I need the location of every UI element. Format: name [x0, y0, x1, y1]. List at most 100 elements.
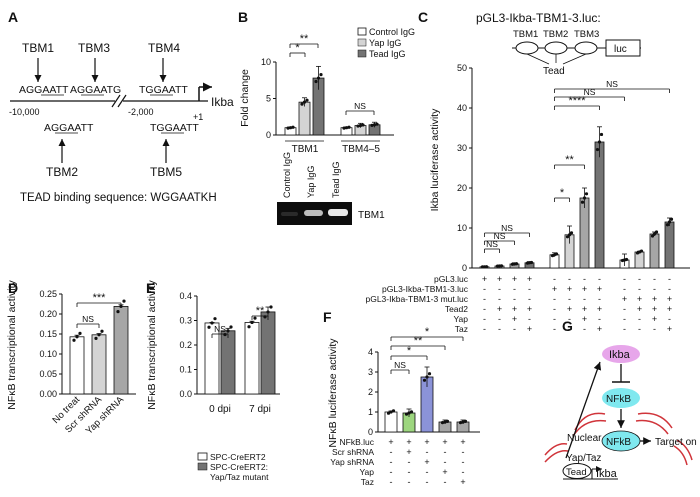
panel-g-letter: G: [562, 318, 573, 334]
chart-c-sig-significance: NS: [494, 231, 506, 241]
chart-c-y-tick-label: 40: [457, 103, 467, 113]
chart-b-2-point: [314, 79, 318, 84]
chart-c-row-sign: -: [483, 304, 486, 314]
chart-b-1-point: [358, 123, 363, 128]
chart-c-11-point: [669, 217, 674, 221]
legend-b-control: Control IgG: [369, 27, 415, 37]
legend-e-swatch-1: [197, 452, 208, 461]
chart-c-row-sign: -: [568, 324, 571, 334]
seq-tbm5: TGGAATT: [150, 122, 199, 134]
chart-c-y-label: Ikba luciferase activity: [429, 108, 441, 211]
chart-e-0-point: [213, 317, 217, 321]
chart-f-y-tick-label: 1: [368, 407, 373, 417]
chart-c-row-sign: -: [498, 324, 501, 334]
chart-d-2-point: [122, 299, 126, 303]
chart-f-sig-significance: NS: [394, 360, 406, 370]
panel-f-letter: F: [323, 309, 332, 325]
chart-c-2-point: [514, 262, 519, 266]
nfkb-cytoplasm: [602, 388, 640, 408]
chart-c-row-sign: -: [483, 314, 486, 324]
chart-f-y-tick-label: 4: [368, 347, 373, 357]
membrane-right-3: [676, 439, 693, 461]
chart-c-row-sign: +: [652, 294, 657, 304]
chart-c-7-point: [595, 147, 600, 152]
chart-c-row-sign: -: [623, 304, 626, 314]
chart-f-row-label: Yap shRNA: [330, 457, 374, 467]
chart-c-row-sign: +: [652, 314, 657, 324]
chart-c-row-sign: +: [652, 304, 657, 314]
chart-f-3-point: [445, 419, 450, 423]
tbm1-label: TBM1: [22, 41, 54, 55]
pos-10000: -10,000: [9, 107, 40, 117]
chart-e-1-point: [269, 305, 273, 309]
chart-b-0-point: [342, 126, 346, 130]
chart-f-row-sign: -: [408, 467, 411, 477]
chart-c-7-point: [597, 140, 602, 144]
chart-c-sig-significance: NS: [501, 223, 513, 233]
g-ikba-gene: Ikba: [596, 468, 618, 480]
membrane-left-3: [544, 442, 568, 456]
chart-c-row-label: pGL3-Ikba-TBM1-3.luc: [382, 284, 469, 294]
chart-c-row-sign: +: [512, 304, 517, 314]
gel-band-control: [281, 212, 298, 216]
chart-c-row-sign: -: [498, 314, 501, 324]
chart-c-row-sign: -: [528, 314, 531, 324]
legend-e-1: SPC-CreERT2: [210, 452, 266, 462]
chart-f-1-point: [409, 410, 414, 414]
chart-c-sig-significance: *: [560, 187, 565, 199]
chart-f-row-sign: +: [424, 457, 429, 467]
chart-c-y-tick-label: 50: [457, 63, 467, 73]
chart-c-row-sign: -: [623, 314, 626, 324]
chart-f-row-label: Yap: [360, 467, 375, 477]
chart-c-row-sign: +: [637, 294, 642, 304]
chart-f-2-point: [422, 378, 427, 382]
chart-c-5-point: [567, 233, 572, 237]
chart-b-1-point: [300, 102, 304, 106]
chart-f-3-point: [443, 420, 447, 424]
gel-band-tead: [328, 209, 348, 216]
chart-f-0-point: [386, 411, 391, 415]
panel-d-letter: D: [8, 280, 18, 296]
chart-e-1-point: [266, 310, 270, 314]
membrane-right-2: [635, 419, 669, 435]
chart-c-10-point: [654, 230, 659, 234]
chart-d-1-point: [97, 333, 101, 337]
chart-d-0-point: [72, 338, 76, 342]
chart-e-sig-significance: NS: [214, 324, 226, 334]
chart-c-row-sign: +: [637, 304, 642, 314]
chart-f-row-sign: -: [462, 447, 465, 457]
chart-e-1-point: [229, 325, 233, 329]
chart-c-row-sign: -: [653, 324, 656, 334]
chart-f-sig-significance: *: [407, 345, 412, 357]
chart-d-2-point: [116, 310, 120, 314]
construct-oval-3: [574, 41, 598, 55]
chart-c-row-sign: +: [512, 314, 517, 324]
chart-b-y-tick-label: 0: [266, 130, 271, 140]
chart-c-row-sign: -: [553, 294, 556, 304]
chart-c-row-sign: -: [583, 274, 586, 284]
chart-b-1-point: [361, 123, 365, 127]
chart-c-row-label: Taz: [455, 324, 468, 334]
chart-c-6-point: [582, 196, 587, 200]
chart-c-row-sign: +: [582, 284, 587, 294]
tead-line-3: [562, 53, 587, 65]
chart-c-row-sign: -: [498, 284, 501, 294]
chart-c-row-sign: -: [498, 294, 501, 304]
legend-b-swatch-tead: [357, 49, 367, 58]
ikba-protein: [602, 345, 640, 363]
chart-e-y-tick-label: 0.4: [179, 291, 192, 301]
chart-b-2-point: [316, 76, 321, 80]
chart-c-row-sign: -: [638, 314, 641, 324]
gel-lane-control: Control IgG: [282, 152, 292, 198]
g-nuclear: Nuclear: [567, 433, 602, 444]
chart-e-1-point: [226, 329, 230, 333]
seq-tbm1: AGGAATT: [19, 84, 69, 96]
chart-c-row-sign: -: [623, 284, 626, 294]
chart-f-y-tick-label: 3: [368, 367, 373, 377]
chart-f-0-point: [391, 409, 396, 413]
chart-f-row-sign: -: [408, 457, 411, 467]
chart-f-0-point: [389, 410, 393, 414]
chart-d-y-tick-label: 0.15: [39, 329, 57, 339]
chart-c-row-sign: -: [598, 274, 601, 284]
